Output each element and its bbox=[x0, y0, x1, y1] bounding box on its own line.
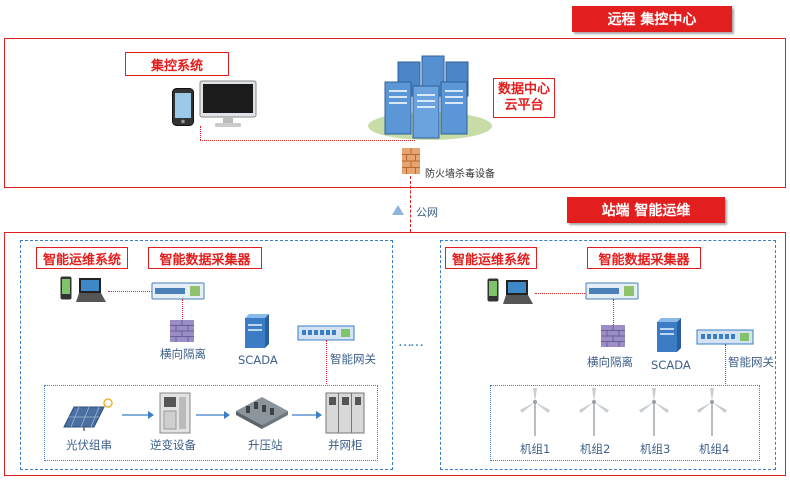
collector-icon bbox=[585, 282, 639, 300]
wind-turbine-icon bbox=[579, 388, 609, 436]
left-isolation-link bbox=[182, 299, 183, 321]
flow-label-pv-string: 光伏组串 bbox=[66, 438, 112, 452]
central-link-horizontal bbox=[200, 140, 415, 141]
phone-icon bbox=[60, 276, 72, 300]
datacenter-label-line2: 云平台 bbox=[504, 98, 544, 113]
collector-icon bbox=[151, 282, 205, 300]
flow-arrow-1 bbox=[122, 411, 154, 419]
scada-server-icon bbox=[657, 318, 681, 352]
left-scada-label: SCADA bbox=[238, 353, 278, 367]
station-tag: 站端 智能运维 bbox=[567, 197, 725, 223]
substation-icon bbox=[236, 397, 288, 429]
scada-server-icon bbox=[245, 314, 269, 348]
remote-center-zone bbox=[4, 38, 786, 188]
phone-icon bbox=[172, 88, 194, 126]
flow-arrow-3 bbox=[292, 411, 322, 419]
left-om-link bbox=[108, 291, 152, 292]
right-isolation-link bbox=[613, 299, 614, 325]
wind-station-box bbox=[440, 240, 776, 470]
pv-station-box bbox=[20, 240, 393, 470]
right-om-link bbox=[535, 293, 585, 294]
right-gateway-link bbox=[725, 344, 726, 384]
left-isolation-label: 横向隔离 bbox=[160, 347, 206, 361]
firewall-icon bbox=[601, 325, 625, 347]
right-gateway-label: 智能网关 bbox=[728, 355, 774, 369]
right-om-system-label: 智能运维系统 bbox=[445, 247, 537, 269]
laptop-icon bbox=[76, 278, 106, 302]
firewall-icon bbox=[170, 320, 194, 342]
left-collector-label: 智能数据采集器 bbox=[148, 247, 262, 269]
gateway-switch-icon bbox=[297, 325, 355, 341]
central-link-vertical bbox=[200, 126, 201, 140]
wind-turbine-icon bbox=[520, 388, 550, 436]
left-gateway-link bbox=[326, 340, 327, 384]
right-scada-label: SCADA bbox=[651, 358, 691, 372]
solar-panel-icon bbox=[63, 398, 113, 431]
right-collector-label: 智能数据采集器 bbox=[587, 247, 701, 269]
gateway-switch-icon bbox=[696, 329, 754, 345]
turbine-label-2: 机组2 bbox=[580, 442, 611, 456]
firewall-icon bbox=[402, 148, 420, 174]
right-isolation-label: 横向隔离 bbox=[587, 355, 633, 369]
inverter-icon bbox=[159, 392, 191, 434]
datacenter-label: 数据中心 云平台 bbox=[493, 78, 555, 118]
datacenter-label-line1: 数据中心 bbox=[497, 82, 550, 97]
central-control-label: 集控系统 bbox=[125, 52, 229, 76]
turbine-label-1: 机组1 bbox=[520, 442, 551, 456]
station-ellipsis: …… bbox=[398, 334, 424, 350]
grid-cabinet-icon bbox=[325, 392, 365, 434]
wind-turbine-icon bbox=[639, 388, 669, 436]
firewall-label: 防火墙杀毒设备 bbox=[425, 169, 495, 180]
server-cluster-icon bbox=[368, 55, 492, 140]
monitor-icon bbox=[199, 80, 257, 127]
left-om-system-label: 智能运维系统 bbox=[36, 247, 128, 269]
flow-label-substation: 升压站 bbox=[248, 438, 283, 452]
station-zone bbox=[4, 232, 786, 476]
flow-label-inverter: 逆变设备 bbox=[150, 438, 196, 452]
flow-label-grid-cabinet: 并网柜 bbox=[328, 438, 363, 452]
turbine-label-3: 机组3 bbox=[640, 442, 671, 456]
public-net-link bbox=[410, 176, 411, 232]
turbine-label-4: 机组4 bbox=[699, 442, 730, 456]
remote-center-tag: 远程 集控中心 bbox=[572, 6, 732, 32]
phone-icon bbox=[487, 278, 499, 302]
laptop-icon bbox=[503, 280, 533, 304]
wind-turbine-icon bbox=[697, 388, 727, 436]
pv-flow-box bbox=[44, 385, 378, 461]
up-arrow-icon bbox=[392, 205, 404, 215]
wind-turbine-box bbox=[490, 385, 760, 461]
public-net-label: 公网 bbox=[416, 206, 438, 219]
left-gateway-label: 智能网关 bbox=[330, 352, 376, 366]
flow-arrow-2 bbox=[196, 411, 230, 419]
